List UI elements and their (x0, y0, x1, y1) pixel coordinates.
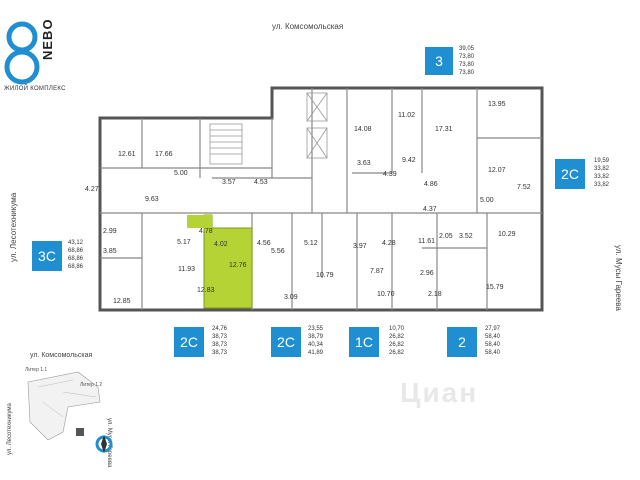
room-area: 12.76 (229, 262, 247, 269)
room-area: 4.37 (423, 206, 437, 213)
room-area: 2.05 (439, 233, 453, 240)
room-area: 17.31 (435, 126, 453, 133)
room-area: 4.27 (85, 186, 99, 193)
room-area: 5.00 (480, 197, 494, 204)
room-area: 2.18 (428, 291, 442, 298)
room-area: 4.53 (254, 179, 268, 186)
room-area: 4.28 (382, 240, 396, 247)
room-area: 5.56 (271, 248, 285, 255)
brand-subtitle: ЖИЛОЙ КОМПЛЕКС (4, 86, 66, 92)
room-area: 3.63 (357, 160, 371, 167)
brand-logo-eight (4, 21, 40, 85)
room-area: 5.00 (174, 170, 188, 177)
keyplan-label: Литер 1.2 (80, 382, 103, 388)
watermark: Циан (400, 377, 479, 408)
keyplan-street-top: ул. Комсомольская (30, 352, 93, 359)
room-area: 4.39 (383, 171, 397, 178)
brand-name: NEBO (40, 18, 55, 60)
room-area: 7.87 (370, 268, 384, 275)
room-area: 3.85 (103, 248, 117, 255)
room-area: 10.29 (498, 231, 516, 238)
keyplan-street-left: ул. Лесотехникума (7, 403, 13, 455)
room-area: 3.09 (284, 294, 298, 301)
apartment-type-badge[interactable]: 2С (271, 327, 301, 357)
room-area: 9.42 (402, 157, 416, 164)
street-left: ул. Лесотехникума (9, 192, 18, 262)
apartment-type-badge[interactable]: 1С (349, 327, 379, 357)
room-area: 4.86 (424, 181, 438, 188)
room-area: 12.83 (197, 287, 215, 294)
room-area: 5.17 (177, 239, 191, 246)
compass-icon (95, 435, 113, 453)
room-area: 9.63 (145, 196, 159, 203)
apartment-type-badge[interactable]: 2С (555, 159, 585, 189)
street-right: ул. Мусы Гареева (614, 245, 623, 311)
room-area: 13.95 (488, 101, 506, 108)
room-area: 2.99 (103, 228, 117, 235)
room-area: 4.02 (214, 241, 228, 248)
room-area: 10.70 (377, 291, 395, 298)
apartment-type-badge[interactable]: 3 (425, 47, 453, 75)
room-area: 10.79 (316, 272, 334, 279)
room-area: 4.78 (199, 228, 213, 235)
room-area: 3.52 (459, 233, 473, 240)
room-area: 12.07 (488, 167, 506, 174)
room-area: 12.85 (113, 298, 131, 305)
room-area: 3.57 (222, 179, 236, 186)
apartment-type-badge[interactable]: 2С (174, 327, 204, 357)
room-area: 7.52 (517, 184, 531, 191)
room-area: 2.96 (420, 270, 434, 277)
room-area: 5.12 (304, 240, 318, 247)
room-area: 14.08 (354, 126, 372, 133)
room-area: 11.61 (418, 238, 435, 245)
apartment-type-badge[interactable]: 3С (32, 241, 62, 271)
room-area: 3.97 (353, 243, 367, 250)
room-area: 11.02 (398, 112, 415, 119)
street-top: ул. Комсомольская (272, 22, 344, 31)
key-plan (27, 371, 101, 441)
room-area: 11.93 (178, 266, 195, 273)
keyplan-label: Литер 1.1 (25, 367, 48, 373)
apartment-type-badge[interactable]: 2 (447, 327, 477, 357)
room-area: 15.79 (486, 284, 504, 291)
room-area: 17.66 (155, 151, 173, 158)
room-area: 12.61 (118, 151, 136, 158)
room-area: 4.56 (257, 240, 271, 247)
floor-plan (98, 86, 544, 312)
